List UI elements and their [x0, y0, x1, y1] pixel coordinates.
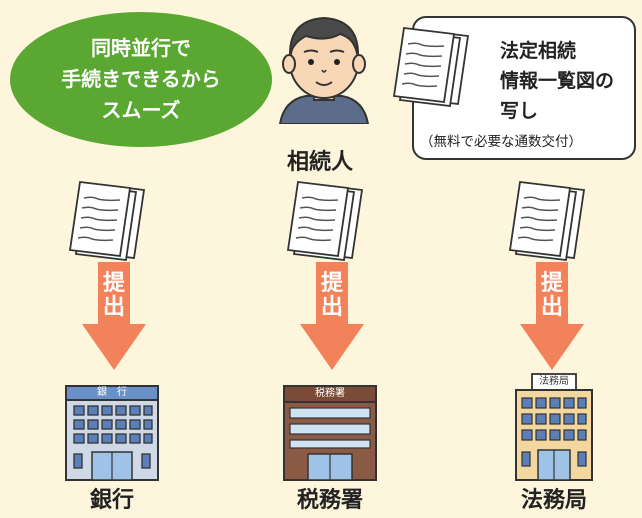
submit-arrow-1: 提 出 — [82, 262, 146, 374]
document-stack-icon-3 — [508, 176, 594, 266]
tax-office-building-icon: 税務署 — [282, 384, 378, 482]
document-stack-icon-2 — [286, 176, 372, 266]
heir-label: 相続人 — [287, 150, 354, 175]
heir-person-illustration — [276, 4, 372, 124]
tax-office-label: 税務署 — [296, 488, 363, 513]
legal-bureau-building-icon: 法務局 — [514, 372, 594, 482]
submit-arrow-2: 提 出 — [300, 262, 364, 374]
submit-arrow-3: 提 出 — [520, 262, 584, 374]
merit-oval: 同時並行で 手続きできるから スムーズ — [10, 12, 272, 147]
oval-line-2: 手続きできるから — [61, 67, 221, 91]
document-stack-icon-1 — [68, 176, 154, 266]
arrow-3-char-2: 出 — [540, 295, 563, 320]
arrow-2-char-1: 提 — [320, 271, 343, 296]
legal-bureau-sign: 法務局 — [539, 376, 569, 387]
arrow-3-char-1: 提 — [540, 271, 563, 296]
oval-line-3: スムーズ — [101, 98, 181, 122]
tax-office-sign: 税務署 — [315, 388, 345, 399]
callout-document-icon — [392, 22, 478, 112]
legal-bureau-label: 法務局 — [520, 488, 587, 513]
arrow-2-char-2: 出 — [320, 295, 343, 320]
bank-sign: 銀 行 — [97, 387, 127, 398]
callout-note: （無料で必要な通数交付） — [420, 134, 582, 150]
callout-line-1: 法定相続 — [500, 40, 577, 62]
callout-line-2: 情報一覧図の — [500, 70, 615, 92]
oval-line-1: 同時並行で — [91, 36, 191, 60]
arrow-1-char-1: 提 — [102, 271, 125, 296]
arrow-1-char-2: 出 — [102, 295, 125, 320]
callout-line-3: 写し — [500, 100, 539, 122]
bank-building-icon: 銀 行 — [64, 382, 160, 482]
bank-label: 銀行 — [89, 488, 134, 513]
